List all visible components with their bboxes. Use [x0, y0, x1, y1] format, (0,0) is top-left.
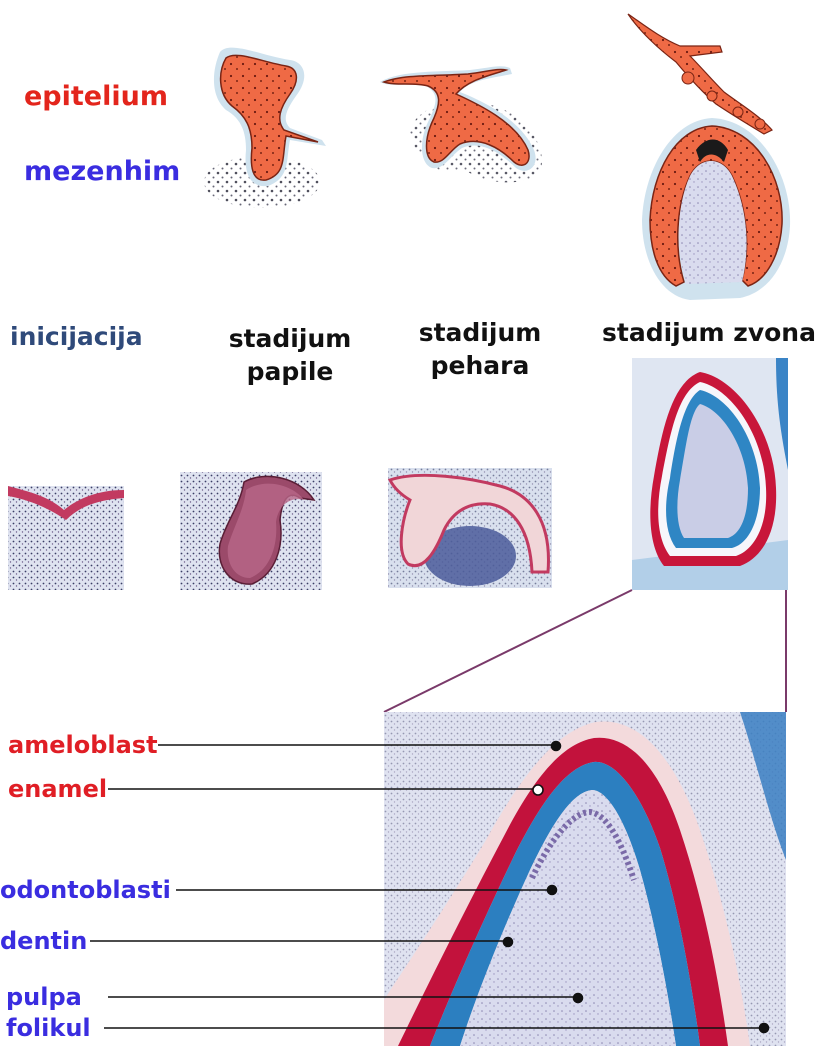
histology-bell: [632, 358, 788, 590]
stage-label-papilla-line1: stadijum: [220, 322, 360, 355]
drawing-bell-stage: [628, 14, 790, 300]
drawing-cap-stage: [380, 66, 542, 182]
histology-bud: [180, 472, 322, 590]
zoomed-histology-panel: [384, 712, 786, 1046]
label-ameloblast: ameloblast: [8, 733, 158, 757]
legend-mesenchyme: mezenhim: [24, 158, 180, 185]
histology-initiation: [8, 486, 124, 590]
stage-label-bell: stadijum zvona: [596, 316, 822, 349]
label-folikul: folikul: [6, 1016, 91, 1040]
legend-epithelium: epitelium: [24, 83, 168, 110]
stage-label-cap: stadijum pehara: [410, 316, 550, 382]
stage-label-initiation: inicijacija: [10, 320, 143, 353]
stage-label-cap-line1: stadijum: [410, 316, 550, 349]
label-dentin: dentin: [0, 929, 87, 953]
stage-label-cap-line2: pehara: [410, 349, 550, 382]
stage-label-papilla: stadijum papile: [220, 322, 360, 388]
histology-cap: [388, 468, 552, 588]
label-odontoblasti: odontoblasti: [0, 878, 171, 902]
stage-label-papilla-line2: papile: [220, 355, 360, 388]
label-enamel: enamel: [8, 777, 107, 801]
drawing-bud-stage: [204, 48, 326, 208]
label-pulpa: pulpa: [6, 985, 82, 1009]
